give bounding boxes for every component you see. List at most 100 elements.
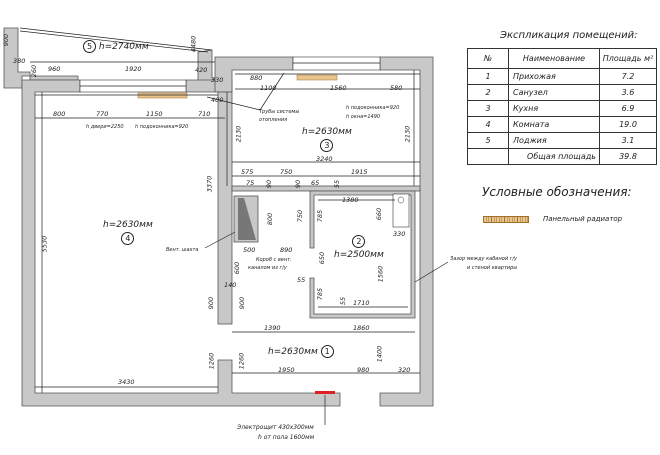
cell-area: 3.6: [599, 84, 657, 101]
total-label: Общая площадь: [508, 148, 600, 165]
dim-text: 1150: [146, 110, 163, 118]
empty-cell: [467, 148, 509, 165]
kitchen-top-wall-right: [379, 56, 434, 407]
room-5-label: 5 h=2740мм: [83, 40, 149, 53]
vent-shaft-fill: [238, 198, 256, 240]
radiator-icon: [483, 215, 529, 223]
legend-title: Условные обозначения:: [482, 185, 632, 199]
room-2-label: 2 h=2500мм: [334, 233, 384, 260]
cell-name: Прихожая: [508, 68, 600, 85]
cell-number: 4: [467, 116, 509, 133]
cell-number: 2: [467, 84, 509, 101]
note-electric-panel: Электрощит 430х300мм: [237, 424, 314, 431]
cell-name: Санузел: [508, 84, 600, 101]
dim-text: 880: [250, 74, 263, 82]
dim-text: 1100: [260, 84, 277, 92]
room-3-label: h=2630мм 3: [302, 127, 352, 154]
room-height: h=2630мм: [103, 220, 153, 230]
column-header: №: [467, 48, 509, 69]
dim-text: 1390: [264, 324, 281, 332]
window-kitchen: [292, 56, 381, 71]
note-box: Короб с вент.: [256, 257, 292, 263]
room-4-label: h=2630мм 4: [103, 220, 153, 247]
note-sill-kitchen: h подоконника=920: [346, 105, 400, 111]
cell-area: 6.9: [599, 100, 657, 117]
loggia-glazing: [19, 27, 213, 51]
room-number: 4: [121, 232, 135, 245]
explication-title: Экспликация помещений:: [500, 30, 638, 41]
dim-text: 575: [241, 168, 254, 176]
dim-text: 320: [398, 366, 411, 374]
dimension-lines: [30, 61, 449, 425]
dim-text: 1860: [353, 324, 370, 332]
legend-radiator-label: Панельный радиатор: [543, 215, 623, 223]
room-1-label: h=2630мм 1: [268, 345, 334, 358]
note-pipes: отопления: [259, 117, 288, 123]
cell-number: 5: [467, 132, 509, 149]
note-electric-panel: h от пола 1600мм: [258, 434, 315, 441]
dim-text: 710: [198, 110, 211, 118]
dim-text: 770: [96, 110, 109, 118]
dim-text: 75: [246, 179, 255, 187]
cell-number: 1: [467, 68, 509, 85]
sink-icon: [392, 193, 410, 228]
partition-wall: [217, 91, 233, 325]
note-gap: Зазор между кабиной г/у: [450, 256, 517, 262]
room-number: 5: [83, 40, 96, 53]
bathroom-wall: [309, 190, 416, 319]
dim-text: 140: [224, 281, 237, 289]
cell-number: 3: [467, 100, 509, 117]
radiator-kitchen: [296, 74, 338, 81]
dim-text: 800: [53, 110, 66, 118]
note-door-height: h двери=2250: [86, 124, 124, 130]
cell-area: 3.1: [599, 132, 657, 149]
dim-text: 65: [311, 179, 320, 187]
total-area: 39.8: [599, 148, 657, 165]
dim-text: 1915: [351, 168, 368, 176]
dim-text: 1710: [353, 299, 370, 307]
dim-text: 500: [243, 246, 256, 254]
room-height: h=2630мм: [268, 347, 318, 357]
dim-text: 380: [13, 57, 26, 65]
note-sill-room4: h подоконника=920: [135, 124, 189, 130]
cell-name: Кухня: [508, 100, 600, 117]
room-number: 3: [320, 139, 334, 152]
room-number: 1: [320, 345, 334, 358]
dim-text: 3430: [118, 378, 135, 386]
note-pipes: Трубы системы: [259, 109, 300, 115]
dim-text: 420: [195, 66, 208, 74]
dim-text: 580: [390, 84, 403, 92]
note-vent-shaft: Вент. шахта: [166, 247, 199, 253]
room-height: h=2740мм: [98, 42, 149, 52]
electric-panel: [315, 391, 335, 394]
note-gap: и стеной квартиры: [467, 265, 518, 271]
dim-text: 1560: [330, 84, 347, 92]
note-window-kitchen: h окна=1490: [346, 114, 381, 120]
column-header: Наименование: [508, 48, 600, 69]
radiator-room4: [137, 92, 188, 99]
dim-text: 400: [211, 96, 224, 104]
dim-text: 960: [48, 65, 61, 73]
room-height: h=2500мм: [334, 250, 384, 260]
cell-area: 19.0: [599, 116, 657, 133]
dim-text: 55: [297, 276, 306, 284]
dim-text: 3240: [316, 155, 333, 163]
cell-area: 7.2: [599, 68, 657, 85]
room-height: h=2630мм: [302, 127, 352, 137]
room-number: 2: [352, 235, 366, 248]
legend-radiator: Панельный радиатор: [483, 215, 622, 223]
cell-name: Лоджия: [508, 132, 600, 149]
dim-text: 750: [280, 168, 293, 176]
dim-text: 330: [393, 230, 406, 238]
walls: [3, 27, 434, 407]
